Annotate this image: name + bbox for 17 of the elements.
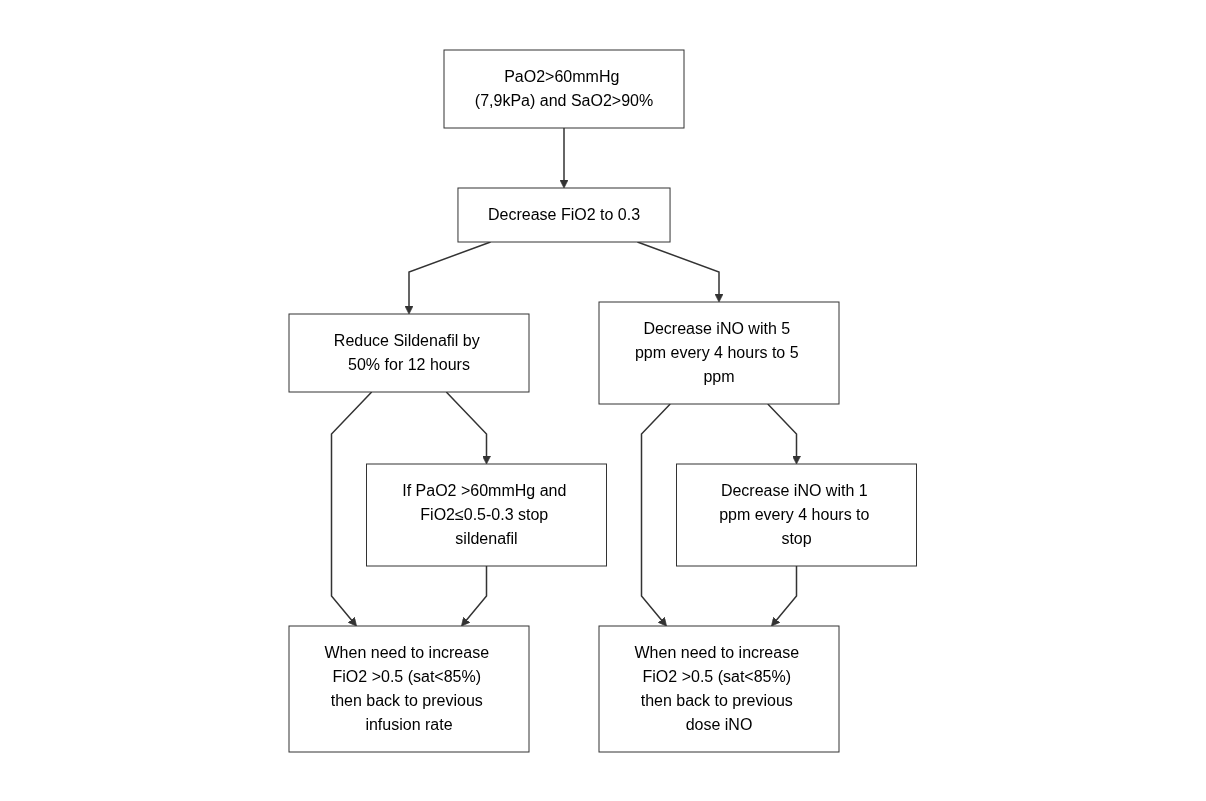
arrow bbox=[331, 390, 373, 626]
node-box: PaO2>60mmHg (7,9kPa) and SaO2>90% bbox=[443, 49, 685, 128]
arrow bbox=[559, 126, 569, 188]
arrow bbox=[445, 390, 492, 464]
node-box: When need to increase FiO2 >0.5 (sat<85%) then back to previous infusion rate bbox=[288, 625, 530, 752]
node-box: Decrease iNO with 5 ppm every 4 hours to 5 ppm bbox=[598, 301, 840, 404]
arrow bbox=[461, 564, 488, 626]
arrow bbox=[641, 402, 672, 626]
node-box: Decrease iNO with 1 ppm every 4 hours to stop bbox=[676, 463, 918, 566]
node-box: Reduce Sildenafil by 50% for 12 hours bbox=[288, 313, 530, 392]
node-box: If PaO2 >60mmHg and FiO2≤0.5-0.3 stop sildenafil bbox=[366, 463, 608, 566]
arrow bbox=[404, 240, 492, 314]
arrow bbox=[767, 402, 802, 464]
node-box: When need to increase FiO2 >0.5 (sat<85%) then back to previous dose iNO bbox=[598, 625, 840, 752]
arrow bbox=[636, 240, 724, 302]
node-box: Decrease FiO2 to 0.3 bbox=[457, 187, 671, 242]
arrow bbox=[771, 564, 798, 626]
